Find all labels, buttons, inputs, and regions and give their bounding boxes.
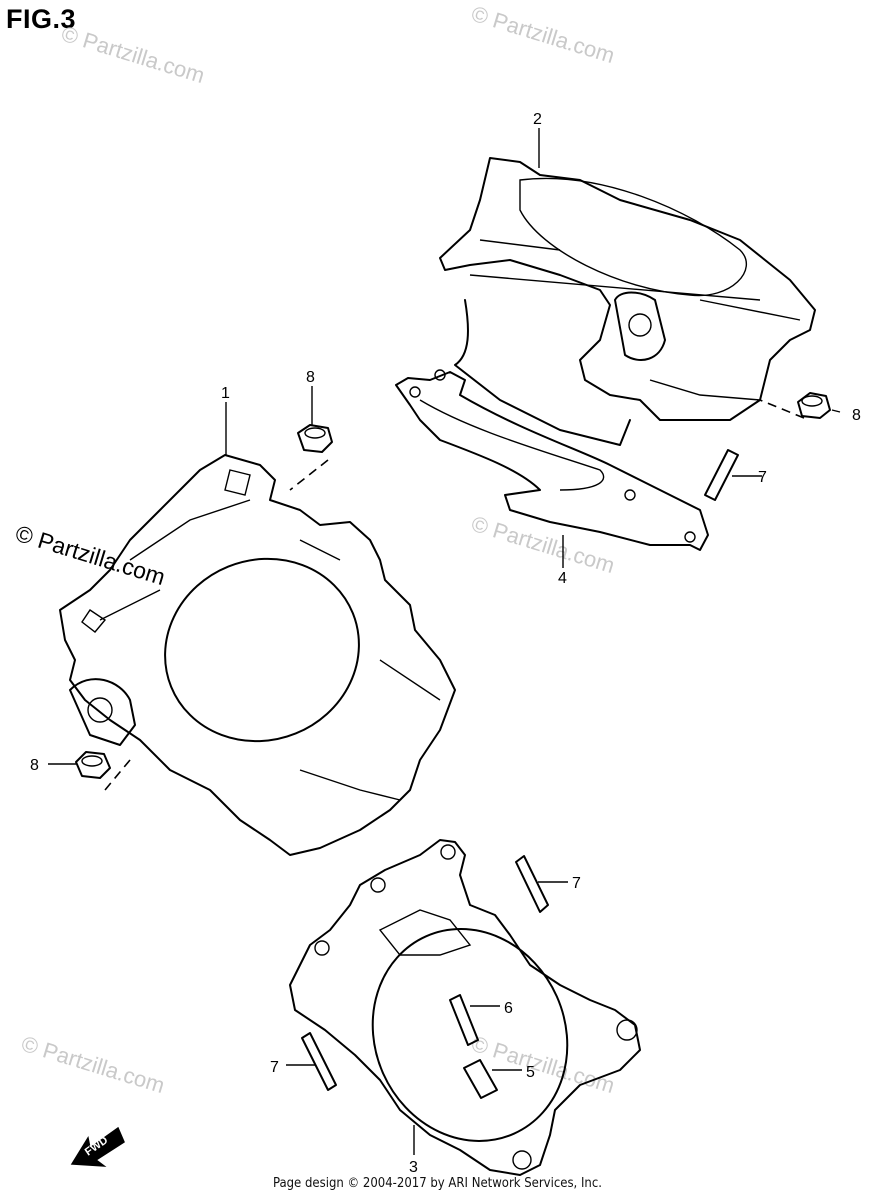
- rear-cylinder-drawing: [439, 157, 816, 446]
- nut-left-drawing: [75, 751, 111, 779]
- rear-gasket-drawing: [395, 369, 709, 551]
- stud-6-drawing: [449, 994, 479, 1046]
- callout-7-right: 7: [758, 469, 767, 486]
- fwd-arrow-icon: FWD: [70, 1126, 125, 1167]
- callout-6: 6: [504, 1000, 513, 1017]
- assembly-dashes: [104, 399, 805, 791]
- watermark-text-dark: © Partzilla.com: [13, 520, 169, 590]
- callout-2: 2: [533, 111, 542, 128]
- callout-5: 5: [526, 1064, 535, 1081]
- figure-title: FIG.3: [6, 4, 77, 34]
- front-gasket-drawing: [289, 839, 641, 1176]
- dowel-pin-drawing: [463, 1059, 498, 1099]
- callout-4: 4: [558, 570, 567, 587]
- leader-lines: [48, 128, 841, 1155]
- watermark-text: © Partzilla.com: [19, 1031, 168, 1098]
- callout-7-left: 7: [270, 1059, 279, 1076]
- callout-7-middle: 7: [572, 875, 581, 892]
- front-cylinder-drawing: [59, 454, 456, 856]
- callout-8-left: 8: [30, 757, 39, 774]
- watermark-text: © Partzilla.com: [469, 1031, 618, 1098]
- callout-1: 1: [221, 385, 230, 402]
- callout-labels: 2 1 8 8 7 4 8 7 6 5 7 3: [30, 111, 861, 1176]
- nut-right-drawing: [797, 392, 831, 419]
- stud-drawing: [301, 449, 739, 1091]
- nut-top-drawing: [297, 424, 333, 453]
- callout-8-right: 8: [852, 407, 861, 424]
- watermark-text: © Partzilla.com: [59, 21, 208, 88]
- watermark-text: © Partzilla.com: [469, 1, 618, 68]
- page-footer: Page design © 2004-2017 by ARI Network S…: [273, 1176, 602, 1191]
- callout-8-top: 8: [306, 369, 315, 386]
- callout-3: 3: [409, 1159, 418, 1176]
